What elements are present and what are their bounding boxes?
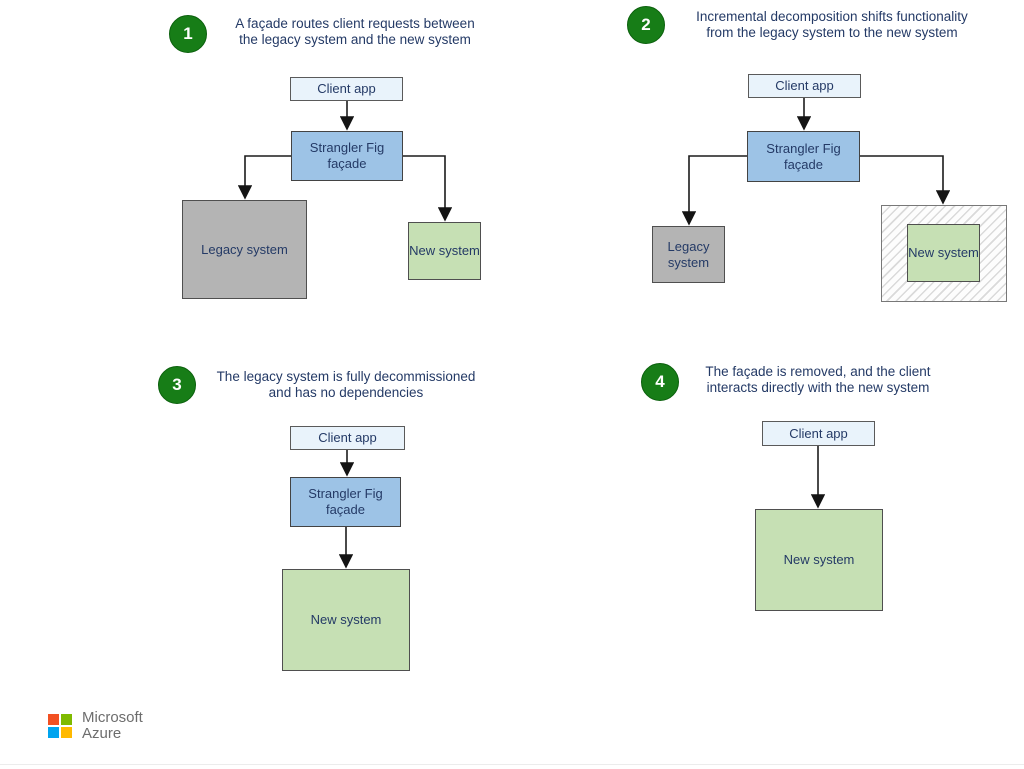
hatched-placeholder-box — [881, 205, 1007, 302]
client-app-label: Client app — [775, 78, 834, 93]
facade-label-line1: Strangler Fig — [308, 486, 383, 501]
step-number: 1 — [183, 24, 193, 43]
step-caption-2: Incremental decomposition shifts functio… — [678, 9, 986, 41]
facade-label-line2: façade — [325, 502, 366, 517]
legacy-system-box-2: Legacy system — [652, 226, 725, 283]
brand-text: Microsoft Azure — [82, 710, 143, 742]
microsoft-logo-icon — [48, 714, 72, 738]
caption-line: interacts directly with the new system — [706, 380, 930, 395]
client-app-box-3: Client app — [290, 426, 405, 450]
ms-logo-red-square — [48, 714, 59, 725]
step-badge-4: 4 — [641, 363, 679, 401]
facade-label-line2: façade — [327, 156, 367, 171]
caption-line: Incremental decomposition shifts functio… — [696, 9, 968, 24]
new-system-label: New system — [783, 552, 855, 567]
legacy-system-label: Legacy system — [667, 238, 710, 270]
caption-line: A façade routes client requests between — [235, 16, 475, 31]
strangler-facade-box-3: Strangler Fig façade — [290, 477, 401, 527]
legacy-system-box-1: Legacy system — [182, 200, 307, 299]
client-app-label: Client app — [789, 425, 848, 441]
client-app-box-4: Client app — [762, 421, 875, 446]
caption-line: The legacy system is fully decommissione… — [216, 369, 476, 384]
new-system-label: New system — [310, 612, 382, 627]
arrow-facade-to-legacy-2 — [681, 155, 747, 226]
ms-logo-blue-square — [48, 727, 59, 738]
legacy-system-label: Legacy system — [201, 241, 288, 257]
arrow-facade-to-legacy-1 — [237, 155, 291, 200]
step-number: 4 — [655, 372, 665, 391]
brand-line-azure: Azure — [82, 725, 122, 742]
client-app-box-1: Client app — [290, 77, 403, 101]
step-badge-2: 2 — [627, 6, 665, 44]
caption-line: The façade is removed, and the client — [705, 364, 931, 379]
step-badge-1: 1 — [169, 15, 207, 53]
new-system-label: New system — [409, 243, 480, 258]
caption-line: and has no dependencies — [268, 385, 424, 400]
new-system-box-2: New system — [907, 224, 980, 282]
step-number: 2 — [641, 15, 651, 34]
client-app-box-2: Client app — [748, 74, 861, 98]
step-number: 3 — [172, 375, 182, 394]
caption-line: from the legacy system to the new system — [706, 25, 958, 40]
new-system-box-3: New system — [282, 569, 410, 671]
step-caption-3: The legacy system is fully decommissione… — [196, 369, 496, 401]
strangler-facade-box-1: Strangler Fig façade — [291, 131, 403, 181]
arrow-facade-to-new-1 — [403, 155, 453, 222]
facade-label-line2: façade — [783, 156, 824, 172]
brand-line-microsoft: Microsoft — [82, 709, 143, 726]
client-app-label: Client app — [318, 430, 377, 445]
facade-label-line1: Strangler Fig — [766, 140, 841, 156]
caption-line: the legacy system and the new system — [239, 32, 471, 47]
arrow-facade-to-new-2 — [860, 155, 951, 205]
step-caption-4: The façade is removed, and the client in… — [680, 364, 956, 396]
new-system-label: New system — [908, 245, 979, 260]
bottom-divider — [0, 764, 1024, 765]
facade-label-line1: Strangler Fig — [309, 140, 385, 155]
strangler-facade-box-2: Strangler Fig façade — [747, 131, 860, 182]
ms-logo-yellow-square — [61, 727, 72, 738]
step-caption-1: A façade routes client requests between … — [205, 16, 505, 48]
new-system-box-1: New system — [408, 222, 481, 280]
client-app-label: Client app — [317, 81, 376, 96]
microsoft-azure-logo: Microsoft Azure — [48, 710, 143, 742]
ms-logo-green-square — [61, 714, 72, 725]
step-badge-3: 3 — [158, 366, 196, 404]
new-system-box-4: New system — [755, 509, 883, 611]
